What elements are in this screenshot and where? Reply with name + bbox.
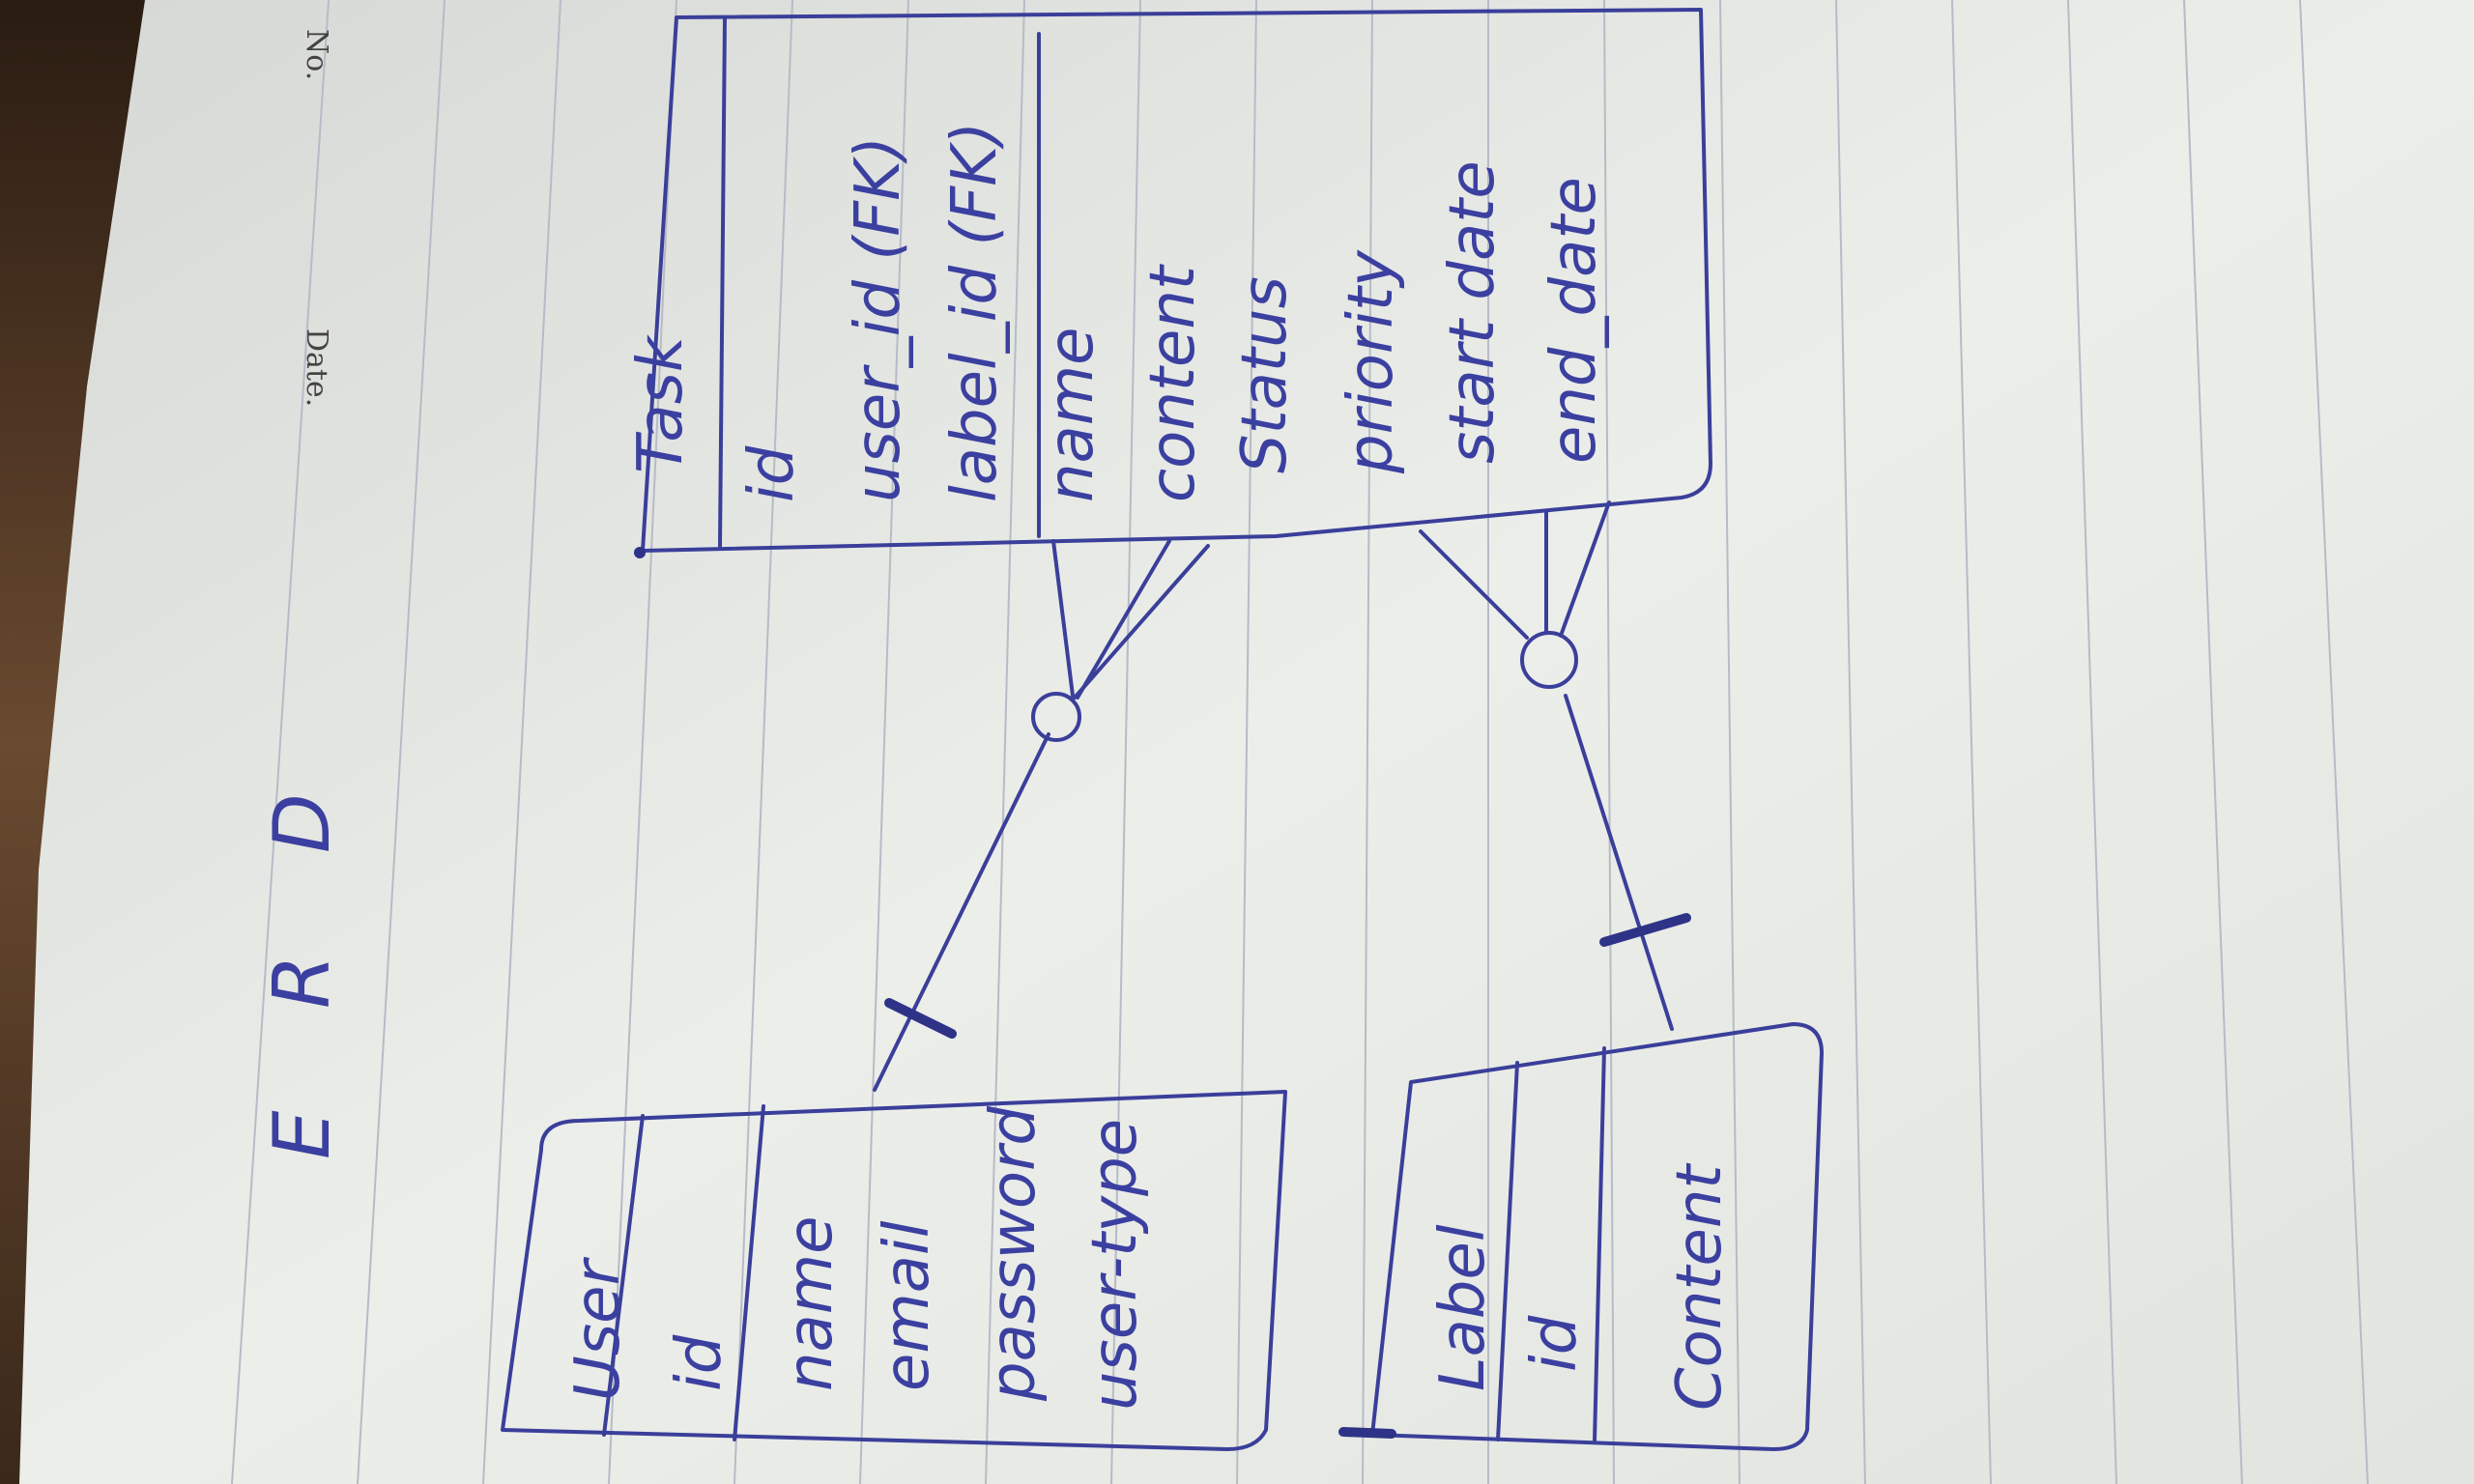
task-field-content: content xyxy=(1137,263,1209,502)
task-field-priority: priority xyxy=(1336,249,1407,474)
diagram-title: E R D xyxy=(257,755,347,1159)
user-entity-name: User xyxy=(562,1256,634,1401)
task-entity: Task id user_id (FK) label_id (FK) name … xyxy=(625,8,1712,558)
user-field-name: name xyxy=(775,1216,847,1392)
task-field-user-id: user_id (FK) xyxy=(843,136,914,502)
ruled-lines xyxy=(231,0,2369,1484)
task-field-status: Status xyxy=(1229,276,1301,473)
task-field-name: name xyxy=(1036,328,1108,503)
user-field-user-type: user-type xyxy=(1079,1119,1151,1411)
label-field-content: Content xyxy=(1664,1162,1736,1411)
user-entity: User id name email password user-type xyxy=(501,1090,1287,1451)
task-field-id: id xyxy=(736,445,808,502)
task-field-label-id: label_id (FK) xyxy=(939,122,1011,502)
label-entity-name: Label xyxy=(1427,1224,1499,1391)
task-field-end-date: end_date xyxy=(1539,177,1610,464)
no-label: No. xyxy=(300,29,333,80)
label-field-id: id xyxy=(1519,1315,1591,1372)
task-field-start-date: start date xyxy=(1437,160,1509,464)
task-entity-name: Task xyxy=(625,333,697,473)
label-task-relationship xyxy=(1419,500,1691,1031)
user-task-relationship xyxy=(873,539,1210,1092)
user-field-id: id xyxy=(664,1334,735,1391)
user-field-password: password xyxy=(978,1106,1050,1402)
label-entity: Label id Content xyxy=(1338,1022,1824,1451)
user-field-email: email xyxy=(872,1220,943,1391)
date-label: Date. xyxy=(300,328,333,407)
